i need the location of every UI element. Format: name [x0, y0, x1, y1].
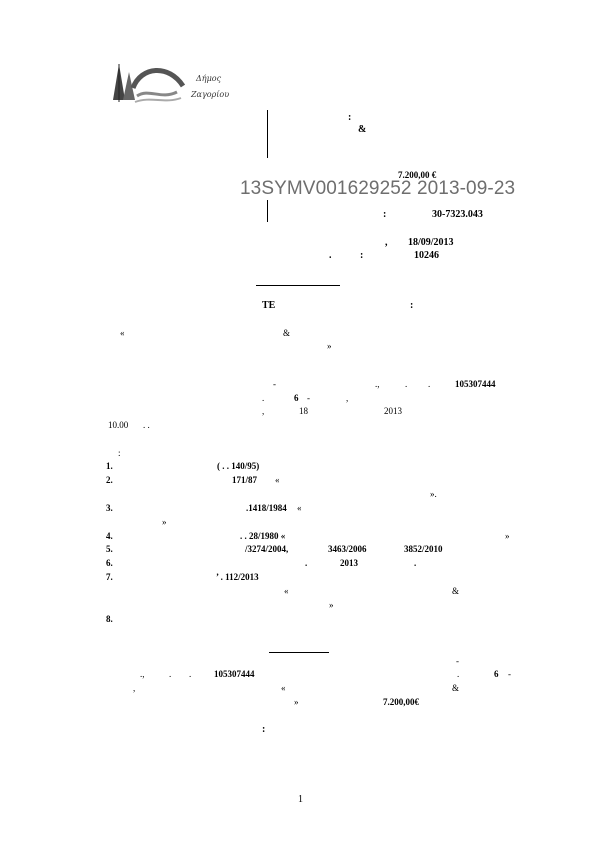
list-item-4-text: . . 28/1980 «: [240, 531, 286, 541]
list-item-7-quote: «: [284, 586, 289, 596]
list-item-6-text: .: [305, 558, 308, 568]
list-item-5-number: 5.: [106, 544, 113, 554]
list-item-5-mid: 3463/2006: [328, 544, 367, 554]
header-date: 18/09/2013: [408, 237, 454, 248]
header-ref-number: 10246: [414, 250, 439, 261]
closing-dash: -: [456, 656, 459, 666]
list-item-6-mid: 2013: [340, 558, 358, 568]
document-watermark: 13SYMV001629252 2013-09-23: [240, 178, 516, 199]
header-date-comma: ,: [385, 237, 388, 248]
closing-open-quote: «: [281, 683, 286, 693]
logo-text-line2: Ζαγορίου: [191, 90, 230, 99]
list-item-7-close: »: [329, 600, 334, 610]
list-item-6-end: .: [414, 558, 417, 568]
body-dot-b: .: [428, 379, 431, 389]
intro-ampersand: &: [283, 328, 291, 338]
body-dot-c: .: [262, 393, 265, 403]
closing-dot-c: .: [457, 669, 460, 679]
closing-number: 105307444: [214, 669, 255, 679]
header-amount: 7.200,00 €: [398, 170, 437, 180]
intro-open-quote: «: [120, 328, 125, 338]
header-ref-colon: :: [360, 250, 364, 261]
closing-close-quote: »: [294, 697, 299, 707]
list-item-1-number: 1.: [106, 461, 113, 471]
closing-colon: :: [262, 724, 266, 735]
closing-comma: ,: [133, 683, 136, 693]
list-item-6-number: 6.: [106, 558, 113, 568]
colon-line: :: [118, 448, 121, 458]
header-ref-dot: .: [329, 250, 332, 261]
list-item-2-quote: «: [275, 475, 280, 485]
section-underline: [269, 652, 329, 653]
body-dots: .,: [375, 379, 380, 389]
list-item-5-text: /3274/2004,: [245, 544, 289, 554]
list-item-3-cont: »: [162, 517, 167, 527]
body-dash2: -: [307, 393, 310, 403]
closing-dot-a: .: [169, 669, 172, 679]
list-item-3-number: 3.: [106, 503, 113, 513]
page-number: 1: [298, 794, 303, 805]
list-item-8-number: 8.: [106, 614, 113, 624]
title-underline: [256, 285, 340, 286]
header-rule-1: [267, 110, 268, 158]
municipality-logo: Δήμος Ζαγορίου: [105, 58, 235, 106]
logo-text-line1: Δήμος: [196, 74, 222, 83]
list-item-2-text: 171/87: [232, 475, 258, 485]
body-comma2: ,: [262, 406, 265, 416]
list-item-7-number: 7.: [106, 572, 113, 582]
body-year: 2013: [384, 406, 402, 416]
body-comma: ,: [346, 393, 349, 403]
header-rule-2: [267, 200, 268, 222]
header-ampersand: &: [358, 124, 367, 135]
closing-dots: .,: [140, 669, 145, 679]
header-phone: 30-7323.043: [432, 209, 483, 220]
list-item-4-number: 4.: [106, 531, 113, 541]
subject-te: TE: [262, 300, 276, 311]
closing-dot-b: .: [189, 669, 192, 679]
list-item-4-close: »: [505, 531, 510, 541]
list-item-7-text: ’ . 112/2013: [216, 572, 259, 582]
closing-six: 6: [494, 669, 499, 679]
body-time: 10.00: [108, 420, 129, 430]
closing-dash2: -: [508, 669, 511, 679]
body-dash: -: [273, 379, 276, 389]
list-item-2-cont: ».: [430, 489, 437, 499]
list-item-3-text: .1418/1984: [246, 503, 287, 513]
header-phone-colon: :: [383, 209, 387, 220]
body-six: 6: [294, 393, 299, 403]
list-item-7-ampersand: &: [452, 586, 460, 596]
body-dot-a: .: [405, 379, 408, 389]
list-item-3-quote: «: [297, 503, 302, 513]
body-number: 105307444: [455, 379, 496, 389]
list-item-5-end: 3852/2010: [404, 544, 443, 554]
list-item-2-number: 2.: [106, 475, 113, 485]
closing-ampersand: &: [452, 683, 460, 693]
header-colon: :: [348, 112, 352, 123]
logo-emblem-icon: [113, 64, 186, 103]
list-item-1-text: ( . . 140/95): [217, 461, 260, 471]
subject-colon: :: [410, 300, 414, 311]
body-time-dots: . .: [143, 420, 150, 430]
closing-amount: 7.200,00€: [383, 697, 419, 707]
body-day: 18: [299, 406, 308, 416]
intro-close-quote: »: [327, 341, 332, 351]
